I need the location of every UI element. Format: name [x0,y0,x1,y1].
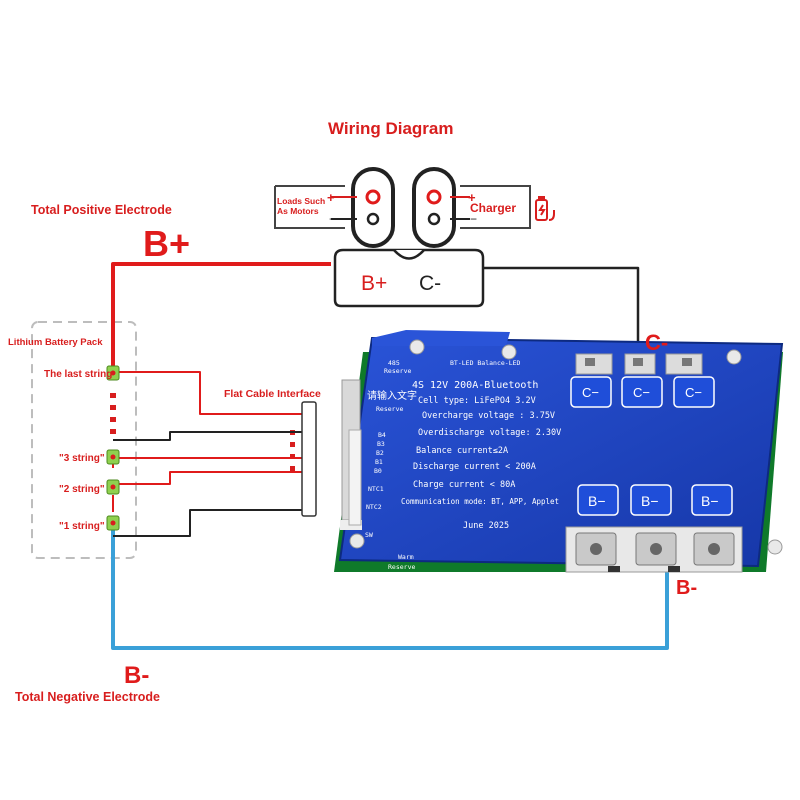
board-485: 485 [388,359,400,367]
board-overdischarge: Overdischarge voltage: 2.30V [418,428,562,438]
bplus-cminus-connector [333,248,485,308]
b-minus-right-label: B- [676,577,698,599]
left-terminal [351,167,395,248]
board-ntc2: NTC2 [366,503,382,511]
pin-b3: B3 [377,440,385,448]
board-spec-title: 4S 12V 200A-Bluetooth [412,380,539,391]
b-terminal-2: B− [641,493,659,509]
connector-bplus-label: B+ [361,272,388,295]
string-1-label: "1 string" [59,521,105,532]
total-positive-label: Total Positive Electrode [31,203,172,217]
b-terminal-3: B− [701,493,719,509]
negative-wire [111,525,669,650]
loads-box [274,185,357,229]
board-charge: Charge current < 80A [413,480,516,490]
board-reserve-bottom: Reserve [388,563,416,571]
board-bt-led: BT-LED Balance-LED [450,359,521,367]
c-terminal-2: C− [633,385,650,400]
board-warm: Warm [398,553,414,561]
charger-minus-sign: − [470,212,478,226]
loads-plus-sign: + [327,190,335,205]
pin-b4: B4 [378,431,386,439]
c-terminal-1: C− [582,385,599,400]
total-negative-label: Total Negative Electrode [15,690,160,704]
pin-b0: B0 [374,467,382,475]
loads-label: Loads Such As Motors [277,196,326,216]
board-discharge: Discharge current < 200A [413,462,536,472]
b-plus-label: B+ [143,223,191,264]
board-overlay-text: 请输入文字 [367,391,417,402]
board-sw: SW [365,531,373,539]
board-cell-type: Cell type: LiFePO4 3.2V [418,396,536,406]
loads-minus-sign: − [329,212,337,226]
board-ntc1: NTC1 [368,485,384,493]
charger-label: Charger [470,201,517,215]
positive-wire [111,262,331,368]
charger-icon [535,196,555,221]
right-terminal [412,167,456,248]
bms-board [334,330,784,573]
pin-b2: B2 [376,449,384,457]
board-date: June 2025 [463,521,510,531]
c-minus-wire [484,266,640,360]
battery-cells [106,365,120,531]
board-reserve-side: Reserve [376,405,404,413]
b-minus-label: B- [124,662,150,689]
string-3-label: "3 string" [59,453,105,464]
string-2-label: "2 string" [59,484,105,495]
flat-cable-connector [301,401,317,517]
c-minus-label: C- [645,330,669,355]
b-terminal-1: B− [588,493,606,509]
board-overcharge: Overcharge voltage : 3.75V [422,411,556,421]
lithium-pack-label: Lithium Battery Pack [8,337,103,348]
board-balance: Balance current≤2A [416,446,509,456]
pin-b1: B1 [375,458,383,466]
connector-cminus-label: C- [419,272,442,295]
flat-cable-label: Flat Cable Interface [224,388,321,400]
cell-taps [112,371,305,537]
charger-plus-sign: + [468,190,476,205]
last-string-label: The last string [44,369,113,380]
board-reserve-top: Reserve [384,367,412,375]
board-communication: Communication mode: BT, APP, Applet [401,497,560,506]
c-terminal-3: C− [685,385,702,400]
charger-box [450,185,531,229]
diagram-title: Wiring Diagram [328,119,454,138]
